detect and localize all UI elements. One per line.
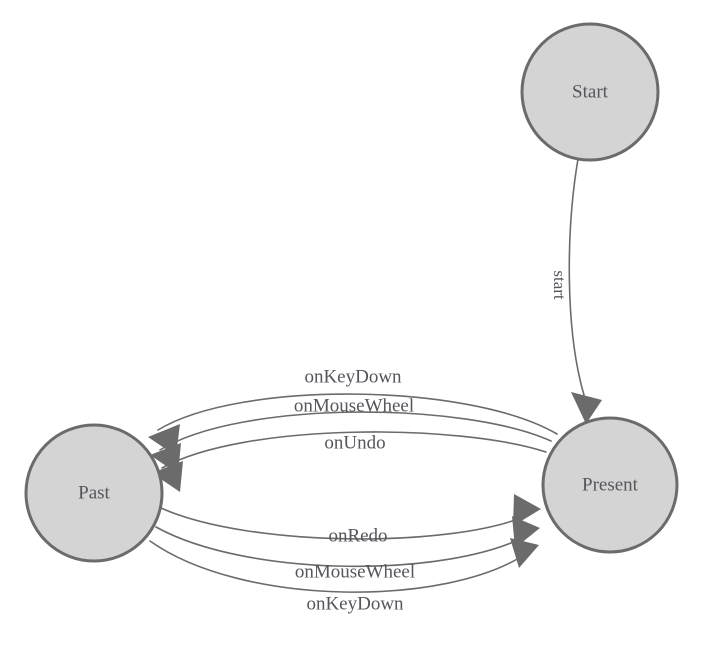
edge-past-to-present-onredo-arrowhead	[513, 494, 541, 526]
node-present-label: Present	[582, 474, 639, 495]
edge-label-start: start	[550, 270, 569, 300]
edge-start-to-present[interactable]	[568, 158, 602, 424]
edge-past-to-present-onredo-path	[160, 507, 529, 540]
edge-past-to-present-onmousewheel-path	[155, 526, 529, 568]
edge-past-to-present-onredo[interactable]	[160, 494, 541, 540]
node-present-circle	[541, 416, 679, 554]
node-present[interactable]: Present	[541, 416, 679, 554]
node-past[interactable]: Past	[24, 423, 164, 563]
edge-present-to-past-onmousewheel-path	[159, 411, 552, 451]
node-start[interactable]: Start	[520, 22, 660, 162]
edge-present-to-past-onundo-path	[161, 431, 547, 469]
edge-past-to-present-onmousewheel[interactable]	[155, 516, 540, 568]
edge-past-to-present-onkeydown[interactable]	[149, 538, 539, 593]
node-past-circle	[24, 423, 164, 563]
edge-present-to-past-onundo[interactable]	[152, 431, 547, 492]
edge-start-to-present-arrowhead	[571, 392, 602, 424]
edge-label-present-past-onundo: onUndo	[324, 432, 385, 453]
edge-past-to-present-onmousewheel-arrowhead	[512, 516, 540, 548]
edge-start-to-present-path	[568, 158, 585, 396]
node-start-label: Start	[572, 81, 609, 102]
edge-past-to-present-onkeydown-arrowhead	[510, 538, 539, 568]
edge-past-to-present-onkeydown-path	[149, 540, 528, 593]
edge-present-to-past-onkeydown-path	[157, 393, 558, 435]
edge-present-to-past-onundo-arrowhead	[152, 461, 183, 492]
edge-label-past-present-onkeydown: onKeyDown	[306, 593, 404, 614]
node-past-label: Past	[78, 482, 110, 503]
node-start-circle	[520, 22, 660, 162]
edge-label-present-past-onmousewheel: onMouseWheel	[294, 395, 414, 416]
edge-label-past-present-onmousewheel: onMouseWheel	[295, 561, 415, 582]
edge-label-past-present-onredo: onRedo	[328, 525, 387, 546]
edge-label-present-past-onkeydown: onKeyDown	[304, 366, 402, 387]
